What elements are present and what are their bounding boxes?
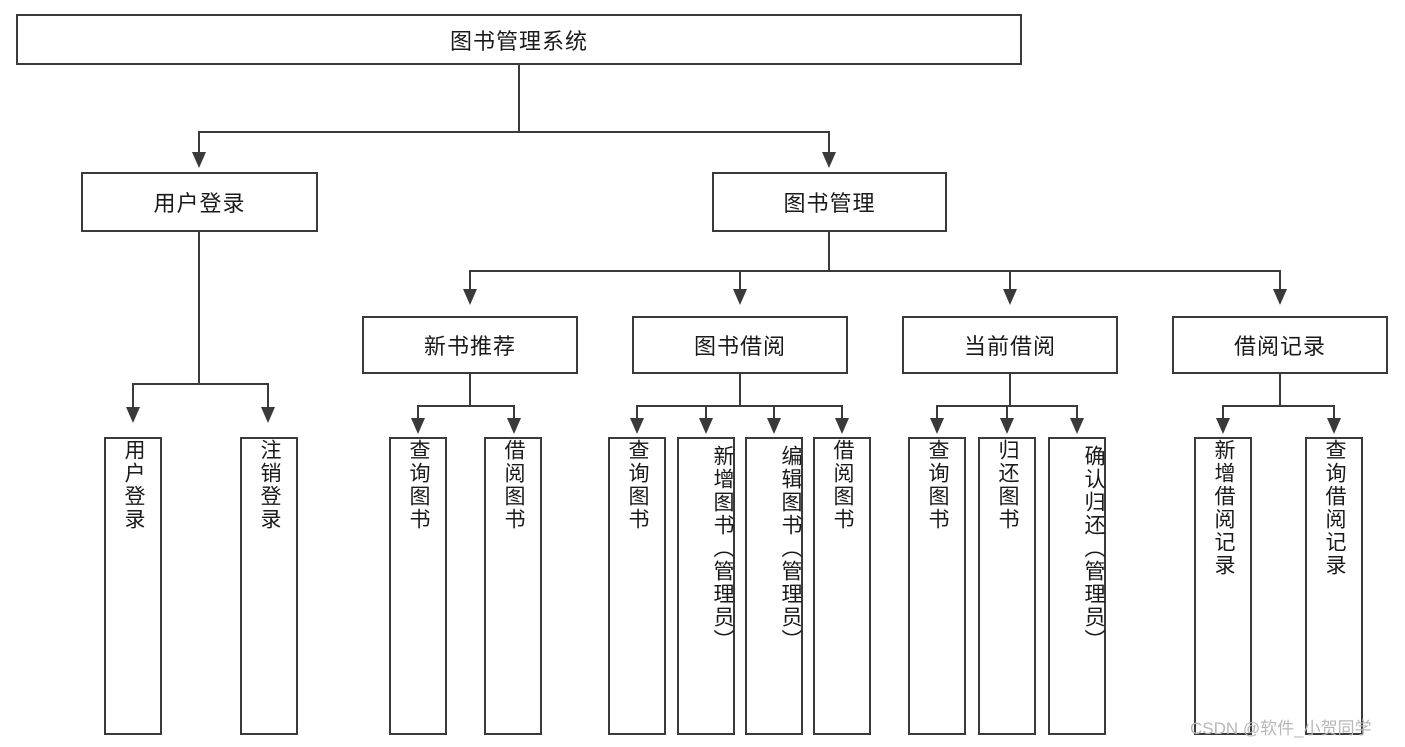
leaf-edit-book-admin[interactable]: 编辑图书（管理员） [745,437,803,735]
connector-drop-cb-leaf-3 [1076,405,1078,420]
connector-book-management-stem [828,232,830,271]
node-label: 图书管理 [783,191,876,216]
node-new-book-recommend[interactable]: 新书推荐 [362,316,578,374]
leaf-add-borrow-record[interactable]: 新增借阅记录 [1194,437,1252,735]
leaf-return-book[interactable]: 归还图书 [978,437,1036,735]
arrowhead-bb-leaf-4 [835,418,849,434]
arrowhead-br-leaf-1 [1216,418,1230,434]
node-label: 新增图书（管理员） [711,445,734,652]
connector-drop-br-leaf-1 [1222,405,1224,420]
arrowhead-bb-leaf-2 [699,418,713,434]
arrowhead-bb-leaf-3 [767,418,781,434]
connector-borrow-record-bus [1222,405,1335,407]
node-current-borrow[interactable]: 当前借阅 [902,316,1118,374]
connector-drop-br-leaf-2 [1333,405,1335,420]
leaf-logout[interactable]: 注销登录 [240,437,298,735]
connector-drop-leaf-user-login [132,383,134,410]
arrowhead-book-management [822,152,836,168]
arrowhead-cb-leaf-2 [1000,418,1014,434]
leaf-user-login[interactable]: 用户登录 [104,437,162,735]
node-label: 新增借阅记录 [1212,439,1236,577]
connector-drop-bb-leaf-1 [636,405,638,420]
node-root-book-management-system[interactable]: 图书管理系统 [16,14,1022,65]
node-book-management[interactable]: 图书管理 [712,172,947,232]
connector-drop-nb-leaf-2 [513,405,515,420]
connector-level2-bus [198,131,830,133]
arrowhead-book-borrow [733,289,747,305]
node-label: 注销登录 [258,439,282,531]
node-book-borrow[interactable]: 图书借阅 [632,316,848,374]
connector-new-book-stem [469,374,471,406]
arrowhead-user-login [192,152,206,168]
arrowhead-borrow-record [1273,289,1287,305]
connector-user-login-bus [132,383,268,385]
arrowhead-br-leaf-2 [1327,418,1341,434]
node-label: 新书推荐 [423,334,516,359]
node-label: 归还图书 [996,439,1020,531]
node-label: 用户登录 [153,191,246,216]
leaf-query-book-current[interactable]: 查询图书 [908,437,966,735]
connector-current-borrow-stem [1009,374,1011,406]
node-label: 借阅图书 [502,439,526,531]
connector-drop-leaf-logout [267,383,269,410]
leaf-query-book-recommend[interactable]: 查询图书 [389,437,447,735]
node-label: 用户登录 [122,439,146,531]
arrowhead-leaf-logout [261,407,275,423]
node-label: 查询图书 [926,439,950,531]
node-label: 图书借阅 [693,334,786,359]
connector-drop-new-book [469,270,471,292]
connector-drop-borrow-record [1279,270,1281,292]
connector-book-borrow-stem [739,374,741,406]
connector-drop-nb-leaf-1 [417,405,419,420]
connector-root-stem [518,65,520,132]
arrowhead-nb-leaf-1 [411,418,425,434]
connector-book-borrow-bus [636,405,843,407]
connector-drop-cb-leaf-1 [936,405,938,420]
node-label: 当前借阅 [963,334,1056,359]
node-label: 确认归还（管理员） [1082,445,1105,652]
leaf-add-book-admin[interactable]: 新增图书（管理员） [677,437,735,735]
connector-borrow-record-stem [1279,374,1281,406]
arrowhead-cb-leaf-3 [1070,418,1084,434]
connector-drop-current-borrow [1009,270,1011,292]
leaf-borrow-book[interactable]: 借阅图书 [813,437,871,735]
node-borrow-record[interactable]: 借阅记录 [1172,316,1388,374]
connector-drop-bb-leaf-2 [705,405,707,420]
leaf-confirm-return-admin[interactable]: 确认归还（管理员） [1048,437,1106,735]
connector-new-book-bus [417,405,515,407]
arrowhead-nb-leaf-2 [507,418,521,434]
node-label: 借阅记录 [1233,334,1326,359]
arrowhead-current-borrow [1003,289,1017,305]
leaf-borrow-book-recommend[interactable]: 借阅图书 [484,437,542,735]
node-label: 图书管理系统 [449,28,588,54]
node-label: 查询借阅记录 [1323,439,1347,577]
arrowhead-leaf-user-login [126,407,140,423]
connector-drop-cb-leaf-2 [1006,405,1008,420]
node-label: 查询图书 [626,439,650,531]
connector-drop-bb-leaf-4 [841,405,843,420]
node-user-login[interactable]: 用户登录 [81,172,318,232]
leaf-query-book-borrow[interactable]: 查询图书 [608,437,666,735]
connector-level3-bus [469,270,1281,272]
leaf-query-borrow-record[interactable]: 查询借阅记录 [1305,437,1363,735]
arrowhead-new-book [463,289,477,305]
connector-drop-bb-leaf-3 [773,405,775,420]
arrowhead-bb-leaf-1 [630,418,644,434]
connector-drop-user-login [198,131,200,156]
node-label: 编辑图书（管理员） [779,445,802,652]
connector-drop-book-borrow [739,270,741,292]
node-label: 查询图书 [407,439,431,531]
arrowhead-cb-leaf-1 [930,418,944,434]
connector-drop-book-management [828,131,830,156]
node-label: 借阅图书 [831,439,855,531]
connector-user-login-stem [198,232,200,384]
